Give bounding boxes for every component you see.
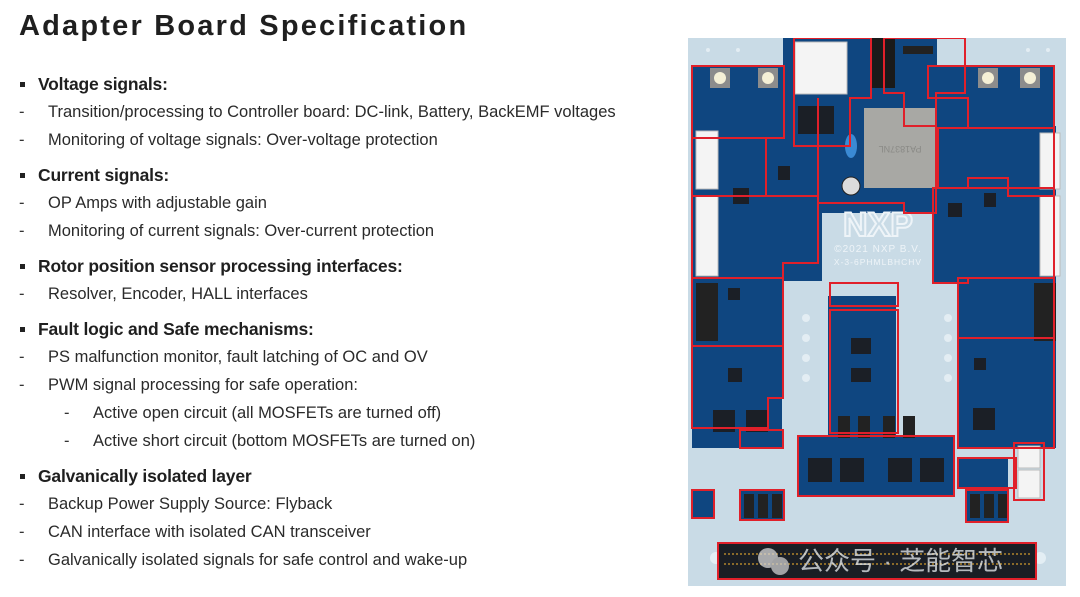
section-voltage-signals: Voltage signals: -Transition/processing …: [19, 70, 679, 154]
dash-icon: -: [19, 550, 25, 569]
section-fault-logic: Fault logic and Safe mechanisms: -PS mal…: [19, 315, 679, 455]
list-subitem: -Active open circuit (all MOSFETs are tu…: [64, 403, 442, 422]
list-item: -OP Amps with adjustable gain: [19, 193, 267, 212]
section-rotor-position: Rotor position sensor processing interfa…: [19, 252, 679, 308]
dash-icon: -: [64, 403, 70, 422]
adapter-board-image: PA1837NL NXP ©2021 NXP B.V. X-3-6PHMLBHC…: [688, 38, 1066, 586]
bullet-icon: [20, 326, 25, 332]
list-item: -Resolver, Encoder, HALL interfaces: [19, 284, 308, 303]
board-copyright: ©2021 NXP B.V.: [834, 244, 922, 255]
nxp-logo: NXP: [843, 206, 913, 244]
dash-icon: -: [19, 130, 25, 149]
bullet-icon: [20, 81, 25, 87]
list-item: -Backup Power Supply Source: Flyback: [19, 494, 333, 513]
ic-chips: [713, 106, 996, 482]
list-item: -Transition/processing to Controller boa…: [19, 102, 616, 121]
section-heading: Galvanically isolated layer: [38, 465, 252, 486]
section-galvanic-isolation: Galvanically isolated layer -Backup Powe…: [19, 462, 679, 574]
list-item: -PS malfunction monitor, fault latching …: [19, 347, 428, 366]
dash-icon: -: [19, 221, 25, 240]
flyback-transformer: [864, 108, 936, 188]
dash-icon: -: [19, 347, 25, 366]
dash-icon: -: [19, 102, 25, 121]
list-item: -Monitoring of voltage signals: Over-vol…: [19, 130, 438, 149]
electrolytic-capacitor: [841, 176, 861, 196]
wechat-watermark: 公众号 · 芝能智芯: [758, 546, 1003, 576]
section-heading: Rotor position sensor processing interfa…: [38, 255, 403, 276]
list-subitem: -Active short circuit (bottom MOSFETs ar…: [64, 431, 476, 450]
section-heading: Current signals:: [38, 164, 169, 185]
transformer-label: PA1837NL: [879, 144, 922, 154]
dash-icon: -: [19, 193, 25, 212]
page-title: Adapter Board Specification: [19, 10, 469, 42]
bullet-icon: [20, 473, 25, 479]
push-buttons: [710, 68, 1040, 88]
section-current-signals: Current signals: -OP Amps with adjustabl…: [19, 161, 679, 245]
dash-icon: -: [19, 284, 25, 303]
dash-icon: -: [19, 522, 25, 541]
section-heading: Fault logic and Safe mechanisms:: [38, 318, 314, 339]
watermark-text: 公众号 · 芝能智芯: [798, 546, 1003, 576]
list-item: -CAN interface with isolated CAN transce…: [19, 522, 371, 541]
section-heading: Voltage signals:: [38, 73, 168, 94]
dash-icon: -: [64, 431, 70, 450]
dash-icon: -: [19, 494, 25, 513]
list-item: -Galvanically isolated signals for safe …: [19, 550, 468, 569]
list-item: -PWM signal processing for safe operatio…: [19, 375, 358, 394]
highlight-outlines: [691, 38, 1055, 580]
spec-list: Voltage signals: -Transition/processing …: [19, 70, 679, 574]
list-item: -Monitoring of current signals: Over-cur…: [19, 221, 435, 240]
dash-icon: -: [19, 375, 25, 394]
bullet-icon: [20, 263, 25, 269]
board-part-number: X-3-6PHMLBHCHV: [834, 257, 922, 267]
bullet-icon: [20, 172, 25, 178]
